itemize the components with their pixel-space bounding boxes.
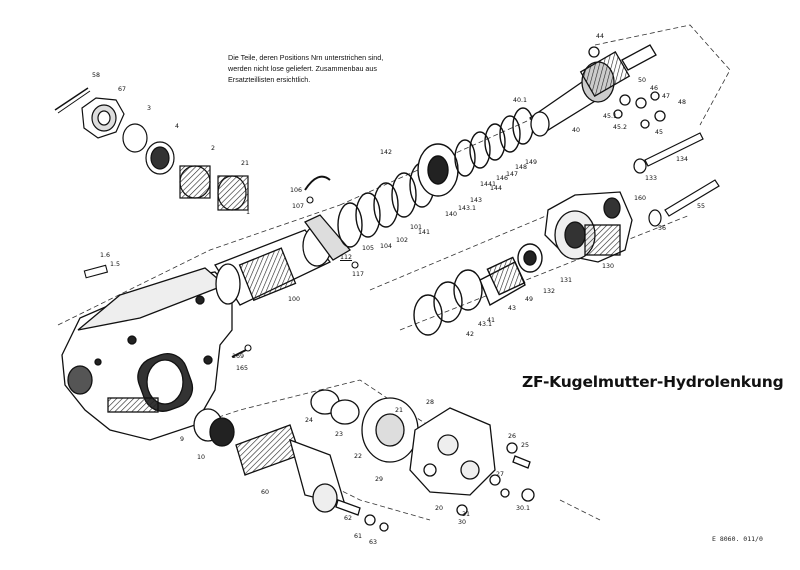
part-label: 63	[369, 539, 378, 546]
part-label: 101	[410, 224, 423, 231]
main-housing	[61, 267, 233, 441]
part-label: 130	[602, 263, 615, 270]
diagram-title: ZF-Kugelmutter-Hydrolenkung	[522, 373, 784, 391]
part-label: 58	[92, 72, 101, 79]
part-label: 169	[232, 353, 245, 360]
nut-group	[54, 87, 249, 211]
part-label: 165	[236, 365, 249, 372]
part-label: 142	[380, 149, 393, 156]
part-label: 146	[496, 175, 509, 182]
part-label: 104	[380, 243, 393, 250]
part-label: 28	[426, 399, 435, 406]
part-label: 21	[395, 407, 404, 414]
part-label: 143	[470, 197, 483, 204]
part-label: 44	[596, 33, 605, 40]
part-label: 47	[662, 93, 671, 100]
part-label: 107	[292, 203, 305, 210]
part-label: 45.1	[603, 113, 618, 120]
part-label: 147	[506, 171, 519, 178]
assembly-note: Die Teile, deren Positions Nrn unterstri…	[228, 52, 478, 85]
part-label: 49	[525, 296, 534, 303]
part-label: 56	[658, 225, 667, 232]
document-number: E 8060. 011/0	[712, 535, 763, 543]
part-label: 23	[335, 431, 344, 438]
part-label: 1.5	[110, 261, 121, 268]
note-line-1: Die Teile, deren Positions Nrn unterstri…	[228, 53, 384, 62]
part-label: 1	[246, 209, 251, 216]
part-label: 27	[496, 471, 505, 478]
part-label: 41	[487, 317, 496, 324]
part-label: 112	[340, 254, 353, 261]
cover-plate	[310, 389, 535, 516]
small-parts	[83, 175, 359, 358]
part-label: 26	[508, 433, 517, 440]
part-label: 2	[211, 145, 216, 152]
part-label: 31	[462, 511, 471, 518]
part-label: 30	[458, 519, 467, 526]
part-label: 102	[396, 237, 409, 244]
part-label: 40	[572, 127, 581, 134]
part-label: 134	[676, 156, 689, 163]
part-label: 46	[650, 85, 659, 92]
part-label: 21	[241, 160, 250, 167]
part-label: 40.1	[513, 97, 528, 104]
part-label: 25	[521, 442, 530, 449]
part-label: 24	[305, 417, 314, 424]
part-label: 100	[288, 296, 301, 303]
part-label: 133	[645, 175, 658, 182]
part-label: 29	[375, 476, 384, 483]
part-label: 148	[515, 164, 528, 171]
part-label: 132	[543, 288, 556, 295]
part-label: 43	[508, 305, 517, 312]
part-label: 4	[175, 123, 180, 130]
part-label: 105	[362, 245, 375, 252]
part-label: 50	[638, 77, 647, 84]
part-label: 55	[697, 203, 706, 210]
part-label: 141	[418, 229, 431, 236]
part-label: 62	[344, 515, 353, 522]
part-label: 45	[655, 129, 664, 136]
part-label: 9	[180, 436, 185, 443]
valve-spindle	[528, 44, 666, 137]
part-label: 60	[261, 489, 270, 496]
part-label: 3	[147, 105, 152, 112]
output-shaft	[193, 408, 389, 532]
part-label: 20	[435, 505, 444, 512]
bolts	[633, 132, 720, 227]
part-label: 143.1	[458, 205, 477, 212]
valve-housing	[544, 191, 633, 263]
part-label: 1441	[480, 181, 497, 188]
part-label: 61	[354, 533, 363, 540]
note-line-3: Ersatzteillisten ersichtlich.	[228, 75, 311, 84]
ring-stack	[337, 107, 534, 248]
part-label: 117	[352, 271, 365, 278]
piston	[214, 214, 351, 306]
part-label: 22	[354, 453, 363, 460]
note-line-2: werden nicht lose geliefert. Zusammenbau…	[228, 64, 378, 73]
part-label: 144	[490, 185, 503, 192]
part-label: 43.1	[478, 321, 493, 328]
part-label: 106	[290, 187, 303, 194]
part-label: 131	[560, 277, 573, 284]
part-label: 42	[466, 331, 475, 338]
part-label: 160	[634, 195, 647, 202]
part-label: 10	[197, 454, 206, 461]
part-label: 67	[118, 86, 127, 93]
seal-rings	[413, 243, 543, 336]
part-label: 140	[445, 211, 458, 218]
part-label: 149	[525, 159, 538, 166]
part-label: 30.1	[516, 505, 531, 512]
part-label: 1.6	[100, 252, 111, 259]
part-label: 45.2	[613, 124, 628, 131]
part-label: 48	[678, 99, 687, 106]
